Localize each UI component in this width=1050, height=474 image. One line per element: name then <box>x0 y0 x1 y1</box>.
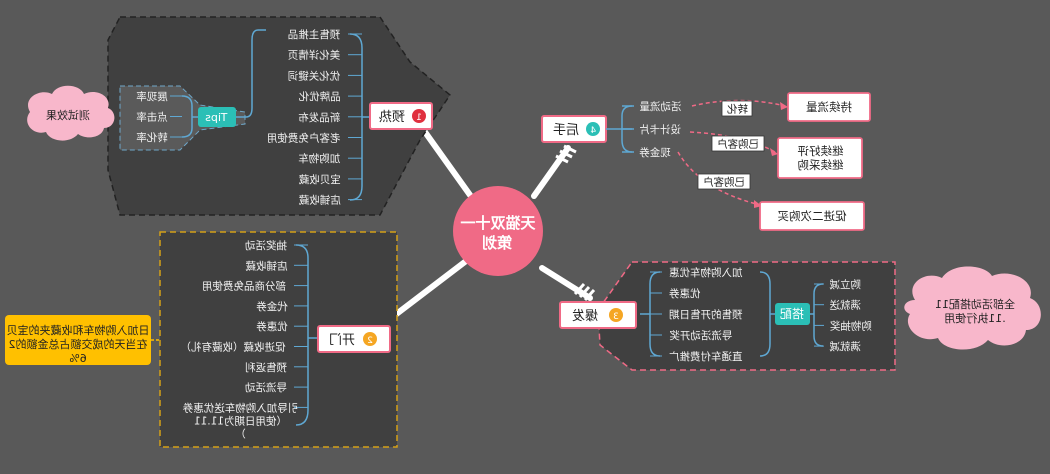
branch-4-number-text: 4 <box>590 126 596 136</box>
open-note-box <box>5 315 151 365</box>
open-item: 代金券 <box>256 300 288 313</box>
burst-panel <box>597 261 896 371</box>
branch-4-label: 后手 <box>553 123 579 138</box>
center-node[interactable] <box>453 186 543 276</box>
combo-item: 购物抽奖 <box>829 319 871 332</box>
branch-3-label: 爆发 <box>572 308 598 324</box>
after-result-box[interactable] <box>759 201 865 231</box>
branch-3-number <box>609 308 623 322</box>
preheat-panel <box>107 16 451 216</box>
branch-2-label: 开门 <box>329 333 355 348</box>
combo-item: 购立减 <box>829 278 861 291</box>
preheat-item: 优化关键词 <box>288 69 341 82</box>
preheat-item: 品牌优化 <box>298 90 340 103</box>
preheat-items: 预售主推品美化详情页优化关键词品牌优化新品发布老客户免费使用加购物车宝贝收藏店铺… <box>267 28 341 207</box>
after-result-box[interactable] <box>787 92 871 122</box>
branch-3-number-text: 3 <box>613 312 619 322</box>
tips-label: Tips <box>205 111 228 124</box>
burst-item: 直通车付费推广 <box>669 350 743 363</box>
open-item: 店铺收藏 <box>245 259 287 272</box>
open-item: 抽奖活动 <box>245 239 287 252</box>
after-result-box[interactable] <box>777 137 863 179</box>
burst-item-lines <box>650 271 662 357</box>
preheat-item: 店铺收藏 <box>298 194 340 207</box>
burst-item: 预售的开售日期 <box>669 308 743 321</box>
open-item: 优惠券 <box>256 320 288 333</box>
center-title-line2: 策划 <box>482 234 513 252</box>
open-bracket <box>295 244 318 426</box>
after-item: 活动流量 <box>639 100 681 113</box>
tips-panel <box>119 85 246 151</box>
tips-item: 点击率 <box>136 111 168 124</box>
after-result-text: 继续好评继续采购 <box>797 144 843 172</box>
open-item: 导流活动 <box>245 381 287 394</box>
after-tag: 已购客户 <box>703 176 745 189</box>
center-title-line1: 天猫双十一 <box>460 214 535 232</box>
open-item: 预售返利 <box>245 361 287 374</box>
branch-1-number-text: 1 <box>416 113 422 123</box>
open-item: 促进收藏（收藏有礼） <box>181 341 286 354</box>
branch-2-number-text: 2 <box>367 336 373 346</box>
branch-1-label: 预热 <box>379 110 405 125</box>
combo-badge[interactable] <box>775 303 810 325</box>
burst-item: 加入购物车优惠 <box>669 266 743 279</box>
combo-label: 搭配 <box>780 307 804 321</box>
branch-4-number <box>586 122 600 136</box>
preheat-item: 美化详情页 <box>288 49 341 62</box>
after-result-text: 促进二次购买 <box>778 209 847 223</box>
tips-item: 转化率 <box>136 131 168 144</box>
preheat-item: 新品发布 <box>298 111 340 124</box>
preheat-item: 老客户免费使用 <box>267 132 341 145</box>
burst-item: 导流活动开奖 <box>669 329 732 342</box>
cloud-left-text: 测试效果 <box>46 108 90 122</box>
burst-item: 优惠券 <box>668 287 700 300</box>
open-item: 部分商品免费使用 <box>202 280 286 293</box>
open-item-lines <box>294 244 308 408</box>
after-tag-box <box>711 135 765 152</box>
after-item: 现金券 <box>639 146 671 159</box>
cloud-left <box>27 85 115 141</box>
cloud-right-text: 全部活动搭配11.11执行使用 <box>935 297 1015 325</box>
after-tag: 已购客户 <box>717 138 759 151</box>
spoke-ticks <box>555 144 596 302</box>
tips-bracket <box>181 29 266 138</box>
preheat-item-lines <box>348 33 362 201</box>
after-tag: 转化 <box>727 103 748 116</box>
combo-item: 满就送 <box>829 299 861 312</box>
branch-2-number <box>363 332 377 346</box>
after-result-text: 持续流量 <box>806 100 852 114</box>
cloud-right <box>904 266 1041 350</box>
branch-1-number <box>412 109 426 123</box>
tips-item: 展现率 <box>136 90 168 103</box>
after-tag-box <box>697 173 751 190</box>
tips-badge[interactable] <box>198 107 236 127</box>
preheat-item: 宝贝收藏 <box>298 173 340 186</box>
open-item: 引导加入购物车送优惠券（使用日期为11.11） <box>182 401 298 440</box>
combo-item: 满就减 <box>829 340 861 353</box>
preheat-item: 加购物车 <box>298 152 340 165</box>
preheat-item: 预售主推品 <box>288 28 341 41</box>
after-tag-box <box>721 100 753 117</box>
after-item: 设计卡片 <box>639 123 681 136</box>
